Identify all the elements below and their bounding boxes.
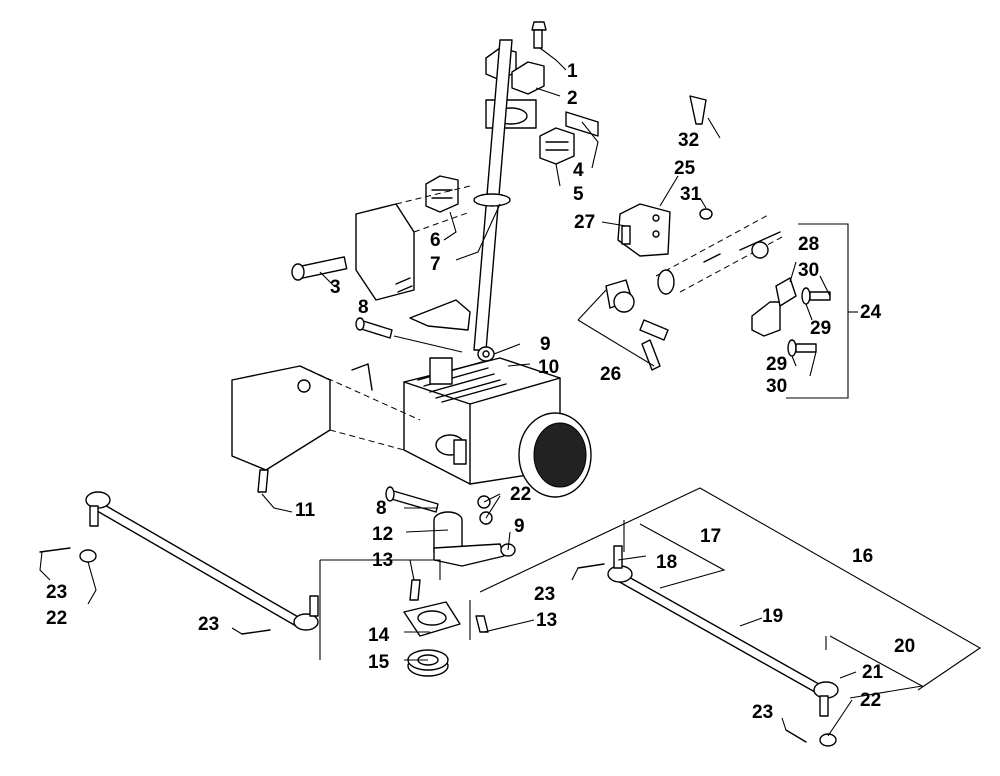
callout-labels: 1 2 3 4 5 6 7 8 8 9 9 10 11 12 13 13 14 … <box>46 61 915 723</box>
nut-part-9-upper <box>477 346 495 362</box>
callout-6: 6 <box>430 230 441 251</box>
bearing-part-15 <box>407 649 449 677</box>
callout-23-right: 23 <box>534 584 555 605</box>
callout-9-upper: 9 <box>540 334 551 355</box>
frame-bracket <box>231 363 421 471</box>
callout-23-bottom: 23 <box>752 702 773 723</box>
callout-32: 32 <box>678 130 699 151</box>
callout-18: 18 <box>656 552 677 573</box>
plate-part-14 <box>403 601 461 637</box>
assembly-outline <box>319 559 471 660</box>
clamp-part-6 <box>425 175 459 213</box>
callout-3: 3 <box>330 277 341 298</box>
pitman-arm-part-12 <box>433 495 505 567</box>
callout-5: 5 <box>573 184 584 205</box>
callout-9-lower: 9 <box>514 516 525 537</box>
steering-column-assembly <box>291 21 599 362</box>
right-tie-rod <box>577 545 839 747</box>
callout-2: 2 <box>567 88 578 109</box>
callout-19: 19 <box>762 606 783 627</box>
clamp-part-4-5 <box>539 111 599 165</box>
bolt-part-8-lower <box>385 486 439 513</box>
callout-25: 25 <box>674 158 696 179</box>
callout-8-lower: 8 <box>376 498 387 519</box>
callout-7: 7 <box>430 254 441 275</box>
callout-28: 28 <box>798 234 819 255</box>
callout-21: 21 <box>862 662 884 683</box>
callout-30-upper: 30 <box>798 260 819 281</box>
callout-23-middle: 23 <box>198 614 219 635</box>
bolt-part-1 <box>531 21 547 49</box>
callout-29-upper: 29 <box>810 318 831 339</box>
callout-17: 17 <box>700 526 721 547</box>
bolt-part-8-upper <box>355 317 393 339</box>
callout-30-lower: 30 <box>766 376 787 397</box>
callout-11: 11 <box>295 500 316 521</box>
callout-31: 31 <box>680 184 702 205</box>
bolt-part-11 <box>257 469 269 493</box>
callout-22-left: 22 <box>46 608 67 629</box>
callout-27: 27 <box>574 212 595 233</box>
callout-23-left: 23 <box>46 582 67 603</box>
bolt-part-3 <box>291 256 348 281</box>
callout-22-right: 22 <box>860 690 881 711</box>
callout-29-lower: 29 <box>766 354 787 375</box>
key-switch-assembly <box>577 95 849 399</box>
mount-bracket <box>355 185 471 301</box>
callout-4: 4 <box>573 160 584 181</box>
callout-13-right: 13 <box>536 610 557 631</box>
callout-12: 12 <box>372 524 393 545</box>
left-tie-rod <box>39 491 319 635</box>
callout-15: 15 <box>368 652 390 673</box>
callout-22-upper: 22 <box>510 484 531 505</box>
callout-16: 16 <box>852 546 873 567</box>
callout-20: 20 <box>894 636 915 657</box>
callout-1: 1 <box>567 61 578 82</box>
callout-24: 24 <box>860 302 882 323</box>
bolt-part-13 <box>409 579 489 633</box>
callout-14: 14 <box>368 625 390 646</box>
power-steering-unit-part-10 <box>403 357 592 498</box>
callout-8-upper: 8 <box>358 297 369 318</box>
callout-10: 10 <box>538 357 559 378</box>
leader-lines <box>39 47 982 737</box>
callout-26: 26 <box>600 364 621 385</box>
callout-13-left: 13 <box>372 550 393 571</box>
